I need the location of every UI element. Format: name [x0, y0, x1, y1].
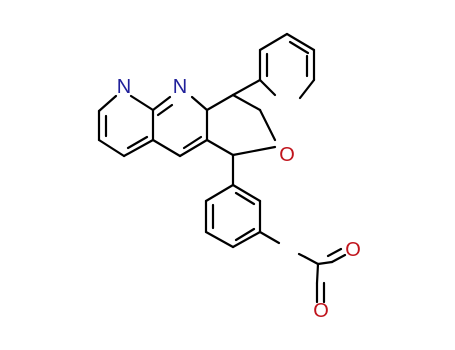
bond: [285, 32, 316, 52]
bond: [151, 138, 182, 158]
double-bond: [156, 103, 174, 117]
bond: [97, 138, 126, 158]
bond: [316, 260, 334, 266]
bond: [151, 95, 172, 112]
bond: [204, 183, 235, 203]
oxygen-atom-label: O: [345, 239, 361, 261]
nitro-nitrogen: [303, 255, 334, 285]
pyridine-ring-left: [97, 94, 155, 158]
double-bond: [288, 40, 310, 55]
pyran-ring: [205, 93, 277, 157]
oxygen-atom-label: O: [279, 144, 295, 166]
bond: [258, 108, 277, 142]
bond: [129, 94, 155, 112]
double-bond: [326, 247, 343, 258]
nitro-group: [258, 230, 347, 304]
bond: [297, 252, 307, 259]
bond: [303, 255, 320, 266]
bond: [97, 94, 118, 113]
bond: [231, 78, 262, 97]
bond: [258, 230, 281, 245]
bond: [231, 145, 277, 157]
bond: [205, 93, 235, 112]
bond: [122, 138, 155, 158]
double-bond: [126, 135, 149, 150]
bond: [330, 253, 347, 264]
double-bond: [182, 135, 203, 150]
bond: [205, 138, 235, 157]
bond: [315, 262, 320, 285]
benzene-ring-lower: [204, 153, 262, 249]
bond: [190, 95, 209, 112]
pyridine-ring-middle: [151, 95, 209, 158]
benzene-ring-upper: [231, 32, 316, 100]
nitrogen-atom-label: N: [173, 76, 187, 98]
double-bond: [234, 191, 256, 206]
bond: [204, 230, 235, 249]
bond: [258, 32, 289, 52]
oxygen-atom-label: O: [313, 300, 329, 322]
nitrogen-atom-label: N: [117, 76, 131, 98]
double-bond: [234, 227, 256, 242]
bond: [298, 78, 316, 100]
bond: [231, 183, 262, 203]
bond: [258, 78, 277, 97]
bond: [178, 138, 209, 158]
bond: [231, 93, 262, 112]
bond: [231, 230, 262, 249]
